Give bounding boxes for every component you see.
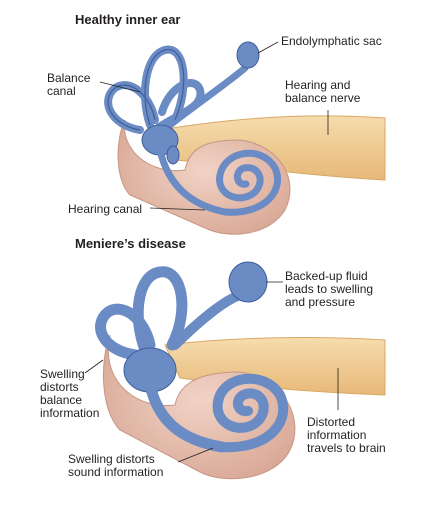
leader-balance-canal — [99, 81, 141, 93]
label-balance-canal: Balance canal — [47, 71, 91, 98]
healthy-cochlea — [216, 149, 281, 216]
healthy-endolymphatic-sac — [236, 41, 260, 69]
leader-swelling-sound — [177, 447, 214, 463]
leader-endolymphatic-sac — [257, 41, 279, 54]
leader-hearing-canal — [149, 207, 206, 211]
label-swelling-sound: Swelling distorts sound information — [68, 452, 164, 479]
healthy-ear-illustration — [104, 41, 386, 235]
meniere-ear-illustration — [95, 261, 386, 480]
label-endolymphatic-sac: Endolymphatic sac — [281, 34, 382, 48]
meniere-cochlea — [212, 373, 289, 453]
leader-swelling-balance — [84, 359, 104, 374]
label-distorted-information: Distorted information travels to brain — [307, 415, 386, 455]
label-swelling-balance: Swelling distorts balance information — [40, 367, 100, 420]
label-hearing-canal: Hearing canal — [68, 202, 143, 216]
meniere-panel-title: Meniere’s disease — [75, 236, 186, 251]
meniere-hearing-canal — [144, 379, 228, 453]
label-backed-up-fluid: Backed-up fluid leads to swelling and pr… — [285, 269, 374, 309]
meniere-endolymphatic-sac — [228, 261, 268, 303]
label-hearing-balance-nerve: Hearing and balance nerve — [285, 78, 361, 105]
healthy-panel-title: Healthy inner ear — [75, 12, 181, 27]
healthy-hearing-canal — [156, 146, 229, 216]
meniere-balance-canals — [95, 266, 188, 361]
